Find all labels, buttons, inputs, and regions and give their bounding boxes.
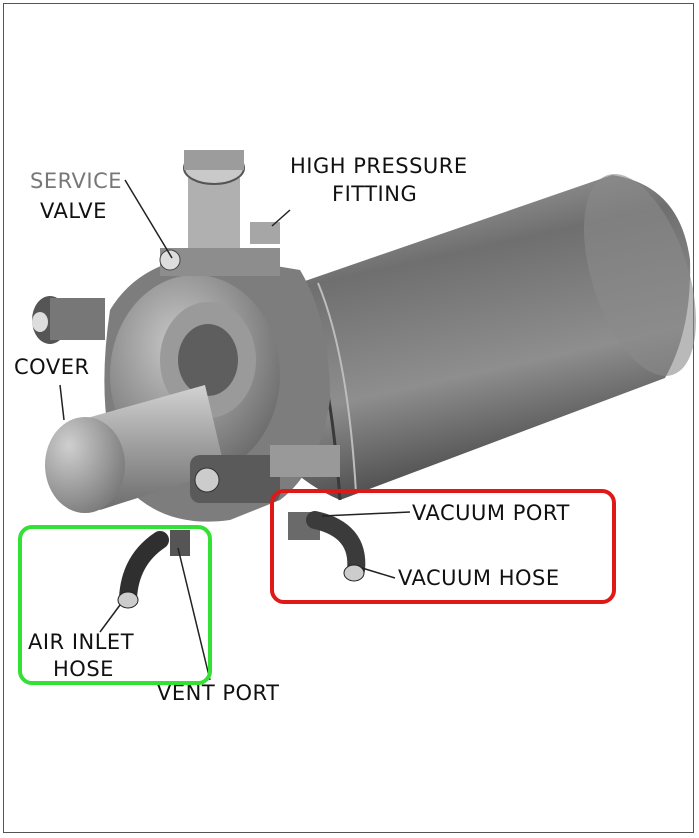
label-air-inlet: AIR INLET xyxy=(28,630,135,654)
label-high-pressure: HIGH PRESSURE xyxy=(290,154,468,178)
leader-cover xyxy=(59,384,65,421)
end-cap xyxy=(45,385,225,513)
label-vacuum-hose: VACUUM HOSE xyxy=(398,566,560,590)
leader-vacuum-port xyxy=(321,511,411,517)
label-service: SERVICE xyxy=(30,169,123,193)
label-fitting: FITTING xyxy=(332,182,418,206)
label-vacuum-port: VACUUM PORT xyxy=(412,501,570,525)
side-knob xyxy=(32,296,105,344)
highlight-box-vacuum xyxy=(270,489,616,604)
label-vent-port: VENT PORT xyxy=(157,681,280,705)
leader-lines xyxy=(59,179,411,681)
valve-stem xyxy=(159,150,280,276)
leader-vacuum-hose xyxy=(361,567,396,579)
label-valve: VALVE xyxy=(40,199,107,223)
air-inlet-hose xyxy=(117,530,190,609)
cylinder-body xyxy=(250,174,697,501)
leader-service-valve xyxy=(124,179,173,259)
highlight-box-air-inlet xyxy=(18,525,212,685)
vacuum-hose xyxy=(288,511,366,582)
label-hose: HOSE xyxy=(53,657,114,681)
leader-vent-port xyxy=(177,547,211,681)
label-cover: COVER xyxy=(14,355,90,379)
leader-air-inlet xyxy=(99,604,121,633)
leader-high-pressure xyxy=(271,209,291,227)
lower-fitting xyxy=(190,445,340,503)
